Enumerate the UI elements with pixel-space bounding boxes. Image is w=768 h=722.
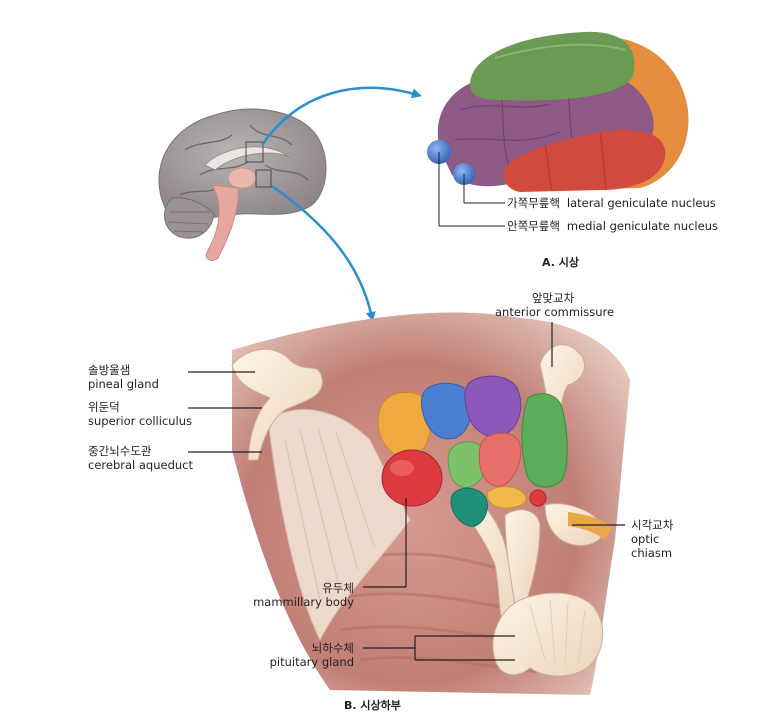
optic-nerve xyxy=(568,512,612,540)
pineal-superior-ridge xyxy=(231,348,323,461)
label-medial-geniculate-ko: 안쪽무릎핵 xyxy=(507,219,560,233)
label-mammillary-body-ko: 유두체 xyxy=(322,581,354,595)
arrow-to-hypothalamus xyxy=(271,184,376,322)
label-optic-chiasm-en1: optic xyxy=(631,532,660,546)
label-mammillary-body-en: mammillary body xyxy=(253,595,354,609)
brainstem xyxy=(205,184,239,261)
caption-panel-b: B. 시상하부 xyxy=(344,699,401,712)
thalamus-green-anterior xyxy=(470,31,635,101)
label-pituitary-gland: 뇌하수체 pituitary gland xyxy=(230,641,354,669)
label-anterior-commissure: 앞맞교차 anterior commissure xyxy=(495,291,615,319)
hypothalamus-box xyxy=(255,169,272,188)
nucleus-teal xyxy=(450,487,488,527)
label-lateral-geniculate: 가쪽무릎핵 lateral geniculate nucleus xyxy=(507,196,716,210)
thalamus-illustration xyxy=(427,31,689,227)
label-optic-chiasm: 시각교차 optic chiasm xyxy=(631,518,673,560)
midbrain-column xyxy=(267,409,411,642)
label-cerebral-aqueduct: 중간뇌수도관 cerebral aqueduct xyxy=(88,444,193,472)
nucleus-orange-small xyxy=(486,486,527,509)
label-medial-geniculate-en: medial geniculate nucleus xyxy=(566,219,718,233)
nucleus-blue xyxy=(421,382,473,440)
pituitary-gland-shape xyxy=(492,592,604,677)
mammillary-body-shape xyxy=(381,449,443,507)
nucleus-green-small xyxy=(447,441,486,489)
label-medial-geniculate: 안쪽무릎핵 medial geniculate nucleus xyxy=(507,219,718,233)
label-superior-colliculus-en: superior colliculus xyxy=(88,414,193,428)
label-lateral-geniculate-en: lateral geniculate nucleus xyxy=(566,196,716,210)
label-lateral-geniculate-ko: 가쪽무릎핵 xyxy=(507,196,560,210)
nucleus-red-small xyxy=(529,489,547,507)
pituitary-stalk xyxy=(504,509,541,606)
cerebellum xyxy=(164,197,215,239)
label-superior-colliculus: 위둔덕 superior colliculus xyxy=(88,400,192,428)
corpus-callosum xyxy=(204,146,291,171)
thalamus-box xyxy=(245,141,264,163)
arrow-to-thalamus xyxy=(260,86,422,146)
label-superior-colliculus-ko: 위둔덕 xyxy=(88,400,120,414)
label-anterior-commissure-en: anterior commissure xyxy=(495,305,615,319)
label-optic-chiasm-ko: 시각교차 xyxy=(631,518,674,532)
label-mammillary-body: 유두체 mammillary body xyxy=(230,581,354,609)
label-cerebral-aqueduct-en: cerebral aqueduct xyxy=(88,458,194,472)
hypothalamus-illustration xyxy=(188,312,630,695)
thalamus-thumb xyxy=(227,167,257,189)
brain-sagittal-thumbnail xyxy=(158,108,327,261)
label-cerebral-aqueduct-ko: 중간뇌수도관 xyxy=(88,444,152,458)
thalamus-red-lateral xyxy=(503,129,666,192)
label-pineal-gland-ko: 솔방울샘 xyxy=(88,363,131,377)
label-pineal-gland: 솔방울샘 pineal gland xyxy=(88,363,159,391)
nucleus-green-right xyxy=(521,393,568,488)
label-optic-chiasm-en2: chiasm xyxy=(631,546,673,560)
caption-panel-a: A. 시상 xyxy=(542,256,579,269)
label-pituitary-gland-ko: 뇌하수체 xyxy=(311,641,354,655)
label-anterior-commissure-ko: 앞맞교차 xyxy=(531,291,575,305)
label-pineal-gland-en: pineal gland xyxy=(88,377,159,391)
label-pituitary-gland-en: pituitary gland xyxy=(269,655,354,669)
nucleus-pink xyxy=(478,432,522,487)
